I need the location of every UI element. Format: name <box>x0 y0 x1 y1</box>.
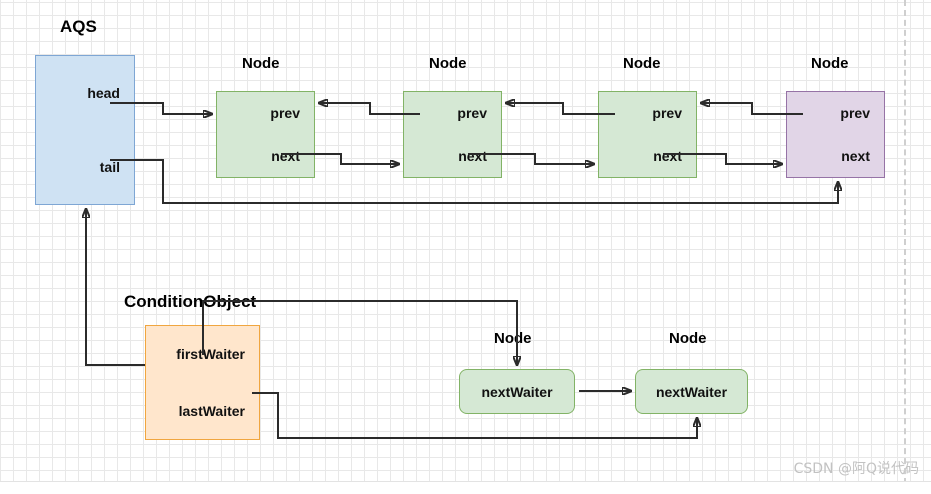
node-title-3: Node <box>623 55 661 72</box>
node-1-field-prev: prev <box>270 105 300 122</box>
node-2-field-next: next <box>458 147 487 164</box>
waiter-2-field-next-waiter: nextWaiter <box>655 383 728 400</box>
waiter-node-title-2: Node <box>669 330 707 347</box>
wire-last-waiter-to-waiter2 <box>252 392 697 439</box>
aqs-field-tail: tail <box>99 159 120 175</box>
wire-tail-to-node4 <box>110 159 838 204</box>
queue-node-3: prev next <box>598 91 697 178</box>
condition-field-last-waiter: lastWaiter <box>178 402 245 419</box>
node-title-4: Node <box>811 55 849 72</box>
wire-node2-next-to-node3 <box>468 153 594 164</box>
wire-node3-prev-to-node2 <box>506 103 615 115</box>
waiter-node-1: nextWaiter <box>459 369 575 414</box>
watermark: CSDN @阿Q说代码 <box>793 461 919 477</box>
waiter-1-field-next-waiter: nextWaiter <box>481 383 553 400</box>
node-title-1: Node <box>242 55 280 72</box>
wire-node4-prev-to-node3 <box>701 103 803 115</box>
queue-node-4: prev next <box>786 91 885 178</box>
waiter-node-title-1: Node <box>494 330 532 347</box>
page-break-line <box>904 0 906 494</box>
wire-node1-next-to-node2 <box>281 153 399 164</box>
wire-node3-next-to-node4 <box>663 153 782 164</box>
aqs-title: AQS <box>60 17 97 36</box>
node-1-field-next: next <box>271 147 300 164</box>
queue-node-2: prev next <box>403 91 502 178</box>
condition-object-title: ConditionObject <box>124 292 257 311</box>
waiter-node-2: nextWaiter <box>635 369 748 414</box>
aqs-field-head: head <box>87 85 120 101</box>
condition-field-first-waiter: firstWaiter <box>176 346 245 363</box>
node-3-field-prev: prev <box>652 105 682 122</box>
condition-object-box: firstWaiter lastWaiter <box>145 325 260 440</box>
node-4-field-prev: prev <box>840 105 870 122</box>
bottom-bar <box>0 481 931 494</box>
node-title-2: Node <box>429 55 467 72</box>
node-3-field-next: next <box>653 147 682 164</box>
wire-head-to-node1 <box>110 102 212 114</box>
wire-node2-prev-to-node1 <box>319 103 420 115</box>
node-2-field-prev: prev <box>457 105 487 122</box>
aqs-box: head tail <box>35 55 135 205</box>
wire-first-waiter-to-waiter1 <box>202 300 517 365</box>
node-4-field-next: next <box>841 147 870 164</box>
wire-condition-to-aqs <box>86 209 145 366</box>
queue-node-1: prev next <box>216 91 315 178</box>
